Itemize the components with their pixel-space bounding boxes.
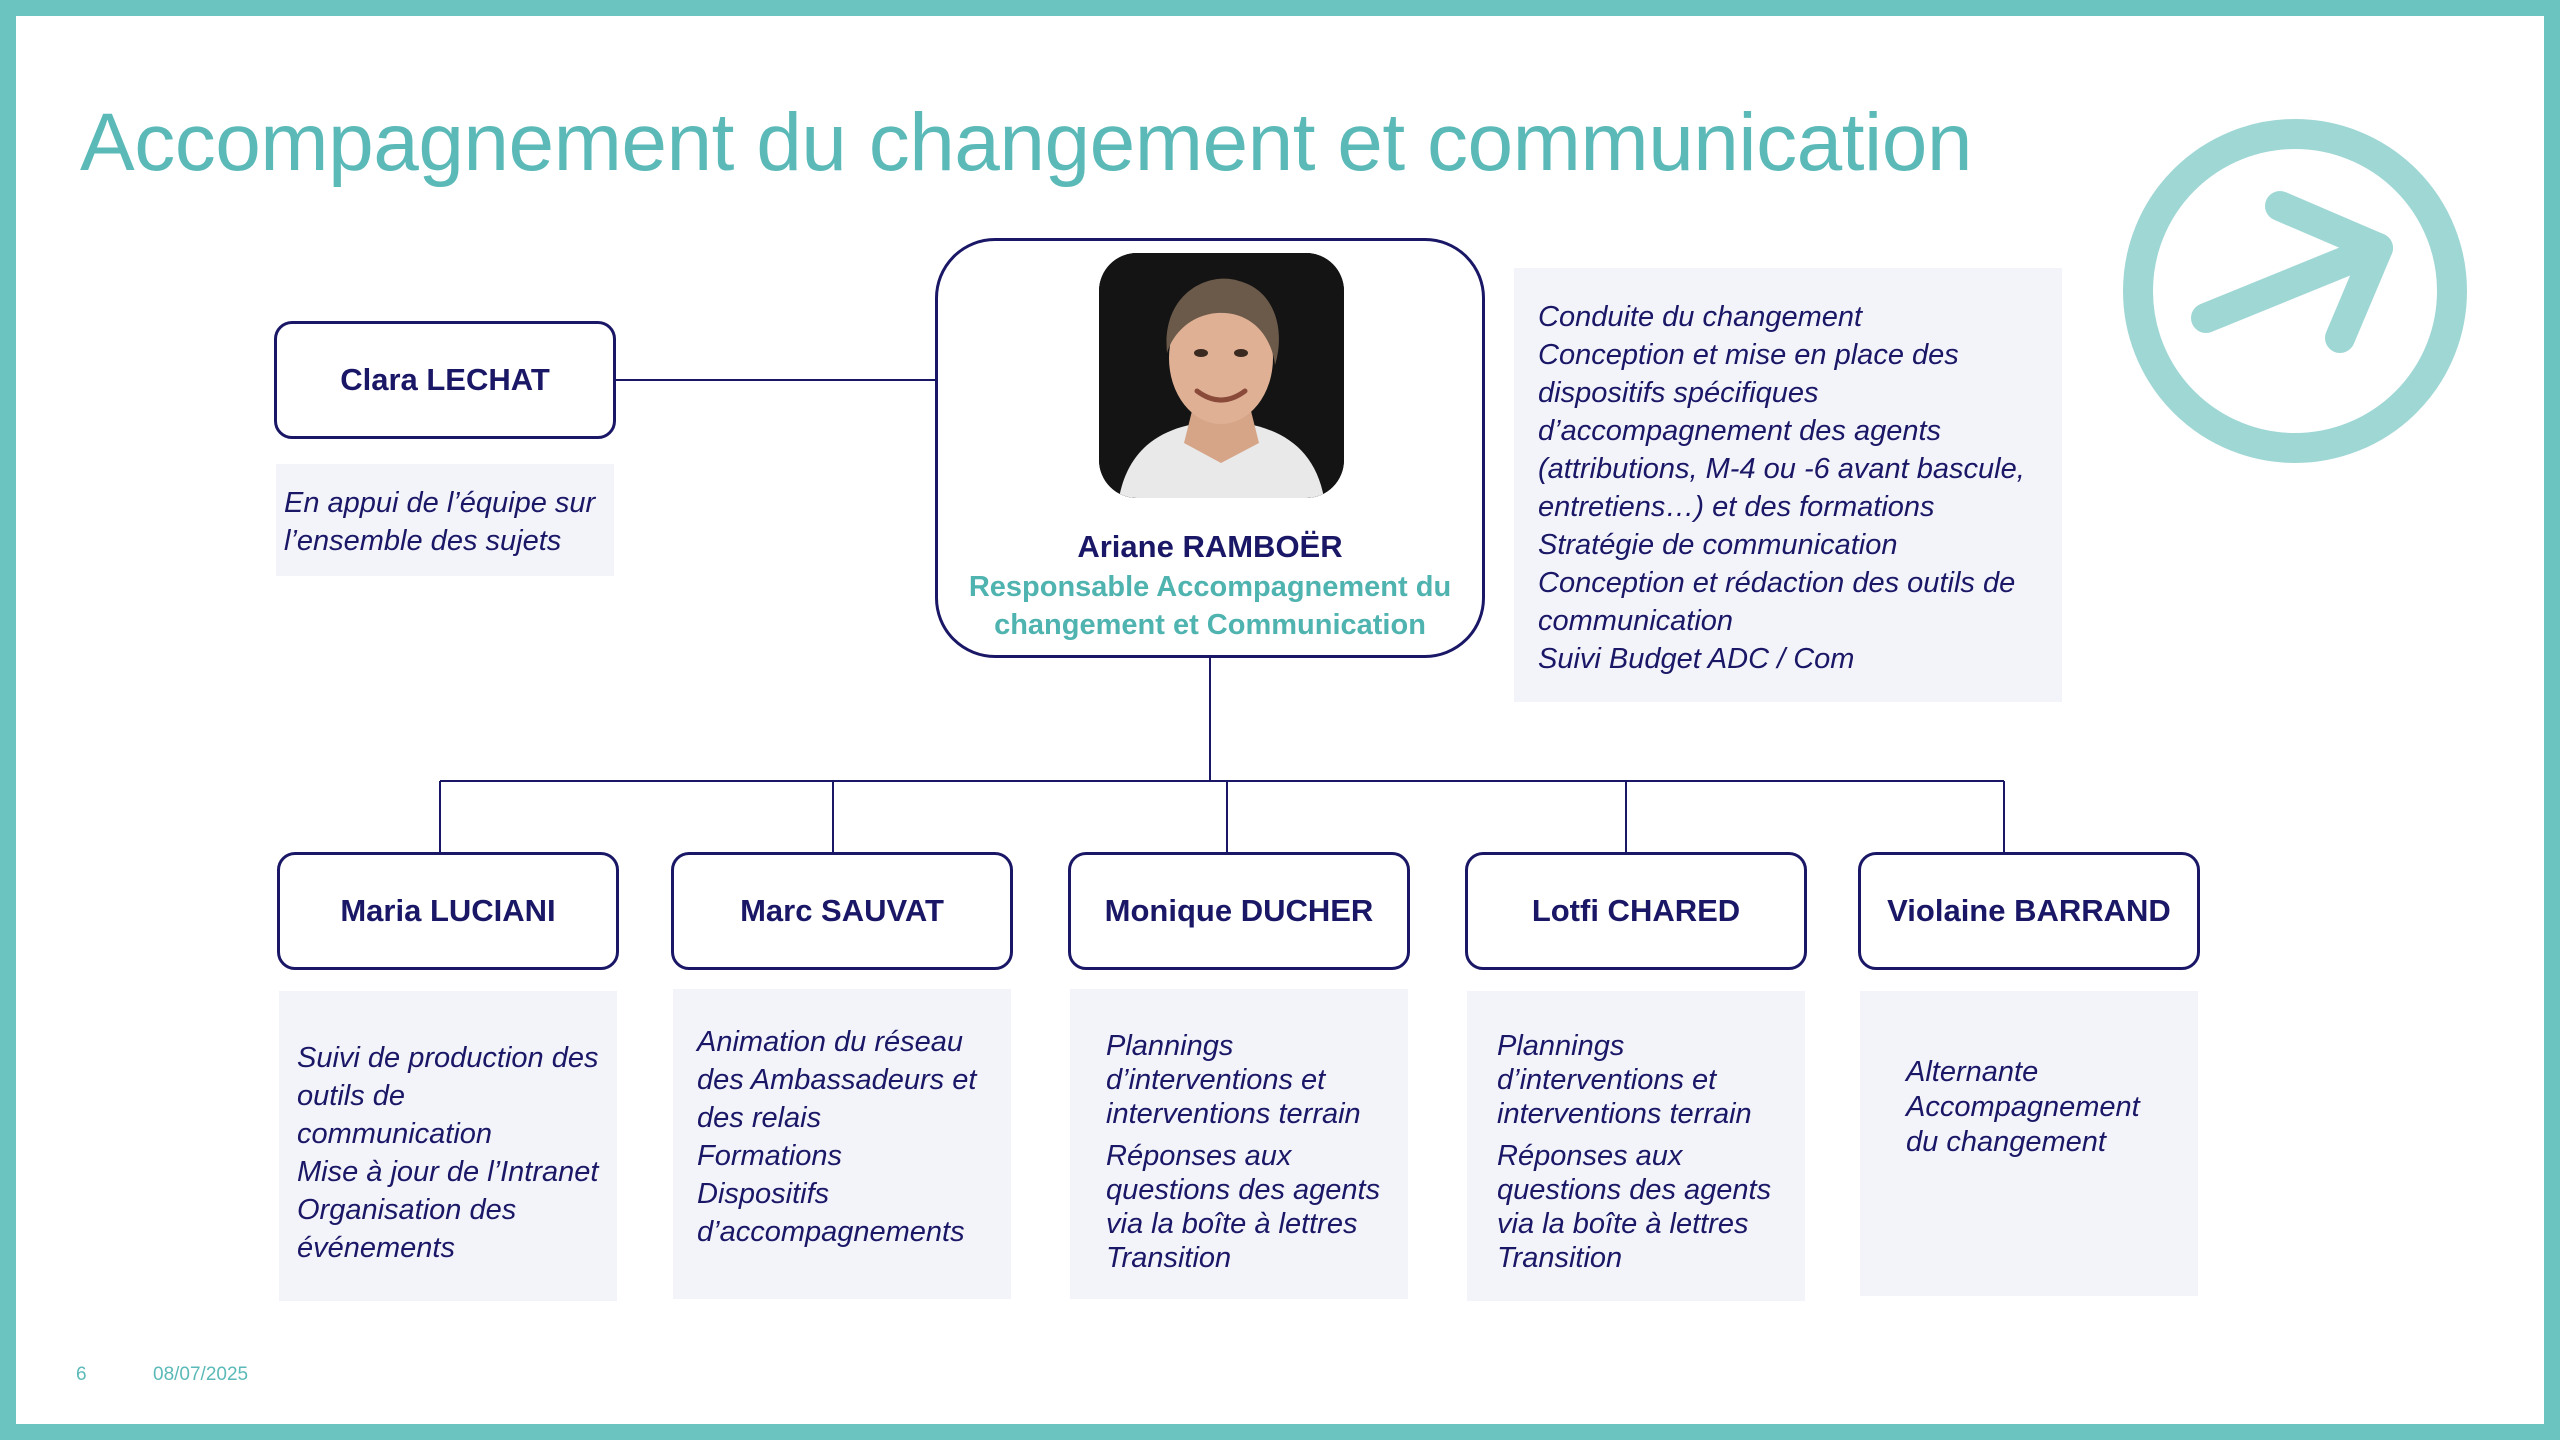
mission-line: d’accompagnement des agents: [1538, 415, 1942, 447]
desc-line: des relais: [697, 1102, 822, 1134]
team-member-name-box: Lotfi CHARED: [1465, 852, 1807, 970]
team-member-name-box: Violaine BARRAND: [1858, 852, 2200, 970]
mission-line: Conduite du changement: [1538, 301, 1863, 333]
team-member-desc-box: Plannings d’interventions et interventio…: [1467, 991, 1805, 1301]
support-name-box: Clara LECHAT: [274, 321, 616, 439]
manager-photo: [1099, 253, 1344, 498]
team-member-name: Monique DUCHER: [1104, 893, 1374, 928]
desc-line: Dispositifs: [697, 1178, 830, 1210]
desc-line: interventions terrain: [1497, 1098, 1752, 1130]
manager-role: Responsable Accompagnement du changement…: [938, 568, 1482, 644]
desc-line: Transition: [1497, 1242, 1623, 1274]
desc-line: Mise à jour de l’Intranet: [297, 1156, 599, 1188]
desc-line: Réponses aux: [1497, 1140, 1683, 1172]
desc-line: via la boîte à lettres: [1497, 1208, 1749, 1240]
desc-line: Animation du réseau: [697, 1026, 963, 1058]
desc-line: Transition: [1106, 1242, 1232, 1274]
mission-line: Stratégie de communication: [1538, 529, 1898, 561]
mission-line: Conception et rédaction des outils de: [1538, 567, 2016, 599]
support-name: Clara LECHAT: [340, 362, 550, 397]
team-member-name: Marc SAUVAT: [740, 893, 944, 928]
page-number: 6: [76, 1364, 87, 1385]
desc-line: l’ensemble des sujets: [284, 525, 562, 557]
desc-line: interventions terrain: [1106, 1098, 1361, 1130]
team-member-name-box: Maria LUCIANI: [277, 852, 619, 970]
team-member-name-box: Marc SAUVAT: [671, 852, 1013, 970]
team-member-name-box: Monique DUCHER: [1068, 852, 1410, 970]
desc-line: questions des agents: [1106, 1174, 1381, 1206]
team-member-name: Lotfi CHARED: [1531, 893, 1741, 928]
mission-line: entretiens…) et des formations: [1538, 491, 1935, 523]
desc-line: Plannings: [1106, 1030, 1234, 1062]
footer-date: 08/07/2025: [153, 1364, 249, 1385]
desc-line: Formations: [697, 1140, 843, 1172]
desc-line: communication: [297, 1118, 493, 1150]
desc-line: Accompagnement: [1906, 1091, 2140, 1123]
team-member-name: Violaine BARRAND: [1887, 893, 2171, 928]
desc-line: d’interventions et: [1106, 1064, 1326, 1096]
desc-line: d’accompagnements: [697, 1216, 965, 1248]
manager-role-line: changement et Communication: [994, 609, 1426, 641]
mission-line: communication: [1538, 605, 1734, 637]
team-member-desc-box: Plannings d’interventions et interventio…: [1070, 989, 1408, 1299]
portrait-image: [1099, 253, 1344, 498]
arrow-circle-icon: [2123, 119, 2467, 463]
desc-line: outils de: [297, 1080, 406, 1112]
team-member-name: Maria LUCIANI: [340, 893, 556, 928]
desc-line: événements: [297, 1232, 455, 1264]
team-member-desc-box: Alternante Accompagnement du changement: [1860, 991, 2198, 1296]
desc-line: des Ambassadeurs et: [697, 1064, 977, 1096]
desc-line: questions des agents: [1497, 1174, 1772, 1206]
desc-line: Organisation des: [297, 1194, 517, 1226]
desc-line: du changement: [1906, 1126, 2106, 1158]
desc-line: Plannings: [1497, 1030, 1625, 1062]
mission-line: Suivi Budget ADC / Com: [1538, 643, 1855, 675]
slide: Accompagnement du changement et communic…: [16, 16, 2544, 1424]
support-desc-box: En appui de l’équipe sur l’ensemble des …: [276, 464, 614, 576]
desc-line: En appui de l’équipe sur: [284, 487, 596, 519]
page-title: Accompagnement du changement et communic…: [80, 97, 1972, 188]
manager-missions-box: Conduite du changement Conception et mis…: [1514, 268, 2062, 702]
desc-line: via la boîte à lettres: [1106, 1208, 1358, 1240]
desc-line: Alternante: [1906, 1056, 2039, 1088]
team-member-desc-box: Suivi de production des outils de commun…: [279, 991, 617, 1301]
desc-line: d’interventions et: [1497, 1064, 1717, 1096]
mission-line: (attributions, M-4 ou -6 avant bascule,: [1538, 453, 2025, 485]
team-member-desc-box: Animation du réseau des Ambassadeurs et …: [673, 989, 1011, 1299]
manager-role-line: Responsable Accompagnement du: [968, 571, 1452, 603]
mission-line: Conception et mise en place des: [1538, 339, 1959, 371]
manager-name: Ariane RAMBOËR: [1077, 529, 1343, 564]
desc-line: Suivi de production des: [297, 1042, 599, 1074]
manager-card: Ariane RAMBOËR Responsable Accompagnemen…: [935, 238, 1485, 658]
mission-line: dispositifs spécifiques: [1538, 377, 1819, 409]
desc-line: Réponses aux: [1106, 1140, 1292, 1172]
